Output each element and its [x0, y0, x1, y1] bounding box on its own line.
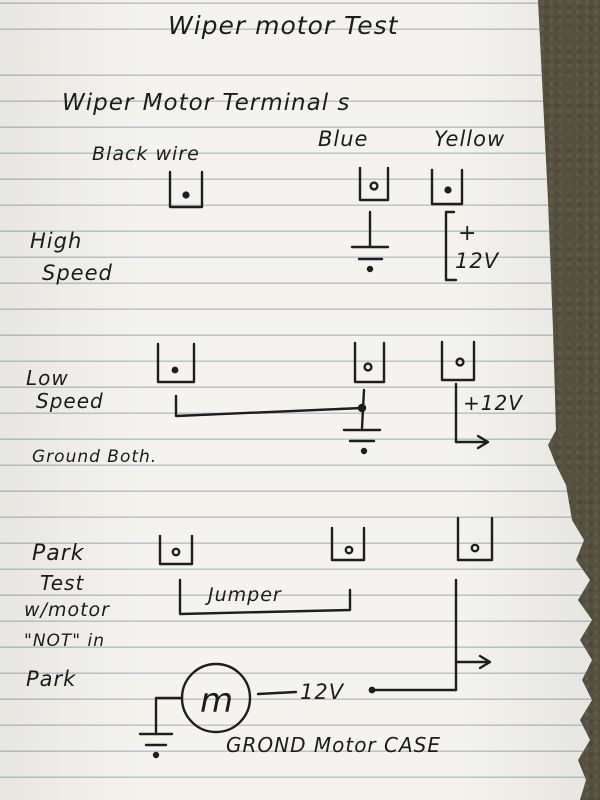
high-speed-plus: +	[458, 221, 477, 246]
terminal-black-park	[158, 534, 194, 566]
high-speed-label-line1: High	[30, 229, 82, 253]
blue-ground-symbol	[350, 210, 390, 273]
motor-symbol	[138, 662, 298, 759]
terminal-label-black: Black wire	[92, 143, 200, 165]
terminal-label-blue: Blue	[318, 127, 368, 151]
low-speed-label-line1: Low	[26, 366, 69, 390]
yellow-low-voltage-arrow	[454, 382, 490, 450]
park-label-line3: w/motor	[24, 599, 110, 621]
motor-voltage: 12V	[300, 680, 345, 704]
terminal-yellow-header	[430, 168, 464, 206]
park-label-line4: "NOT" in	[24, 631, 105, 651]
jumper-wire	[178, 578, 352, 616]
yellow-park-feed	[368, 578, 492, 694]
terminal-yellow-low	[440, 340, 476, 382]
low-speed-label-line2: Speed	[36, 389, 104, 413]
park-label-line2: Test	[40, 571, 84, 595]
terminal-label-yellow: Yellow	[434, 127, 505, 151]
high-speed-voltage: 12V	[455, 249, 500, 273]
terminal-black-header	[168, 170, 204, 209]
low-speed-ground-jumper	[174, 388, 382, 455]
park-label-line5: Park	[26, 667, 76, 691]
terminal-yellow-park	[456, 516, 494, 562]
high-speed-label-line2: Speed	[42, 261, 113, 285]
terminals-heading: Wiper Motor Terminal s	[62, 90, 350, 116]
terminal-blue-header	[358, 166, 390, 202]
terminal-blue-low	[353, 341, 386, 384]
park-label-line1: Park	[32, 541, 85, 566]
low-speed-voltage: +12V	[463, 391, 523, 415]
terminal-black-low	[156, 342, 196, 384]
ground-motor-case-note: GROND Motor CASE	[226, 733, 441, 757]
page-title: Wiper motor Test	[168, 11, 399, 40]
motor-m-symbol: m	[200, 681, 234, 721]
terminal-blue-park	[330, 526, 366, 562]
jumper-label: Jumper	[204, 584, 282, 606]
yellow-positive-bracket	[444, 210, 458, 282]
ground-both-note: Ground Both.	[32, 447, 157, 467]
